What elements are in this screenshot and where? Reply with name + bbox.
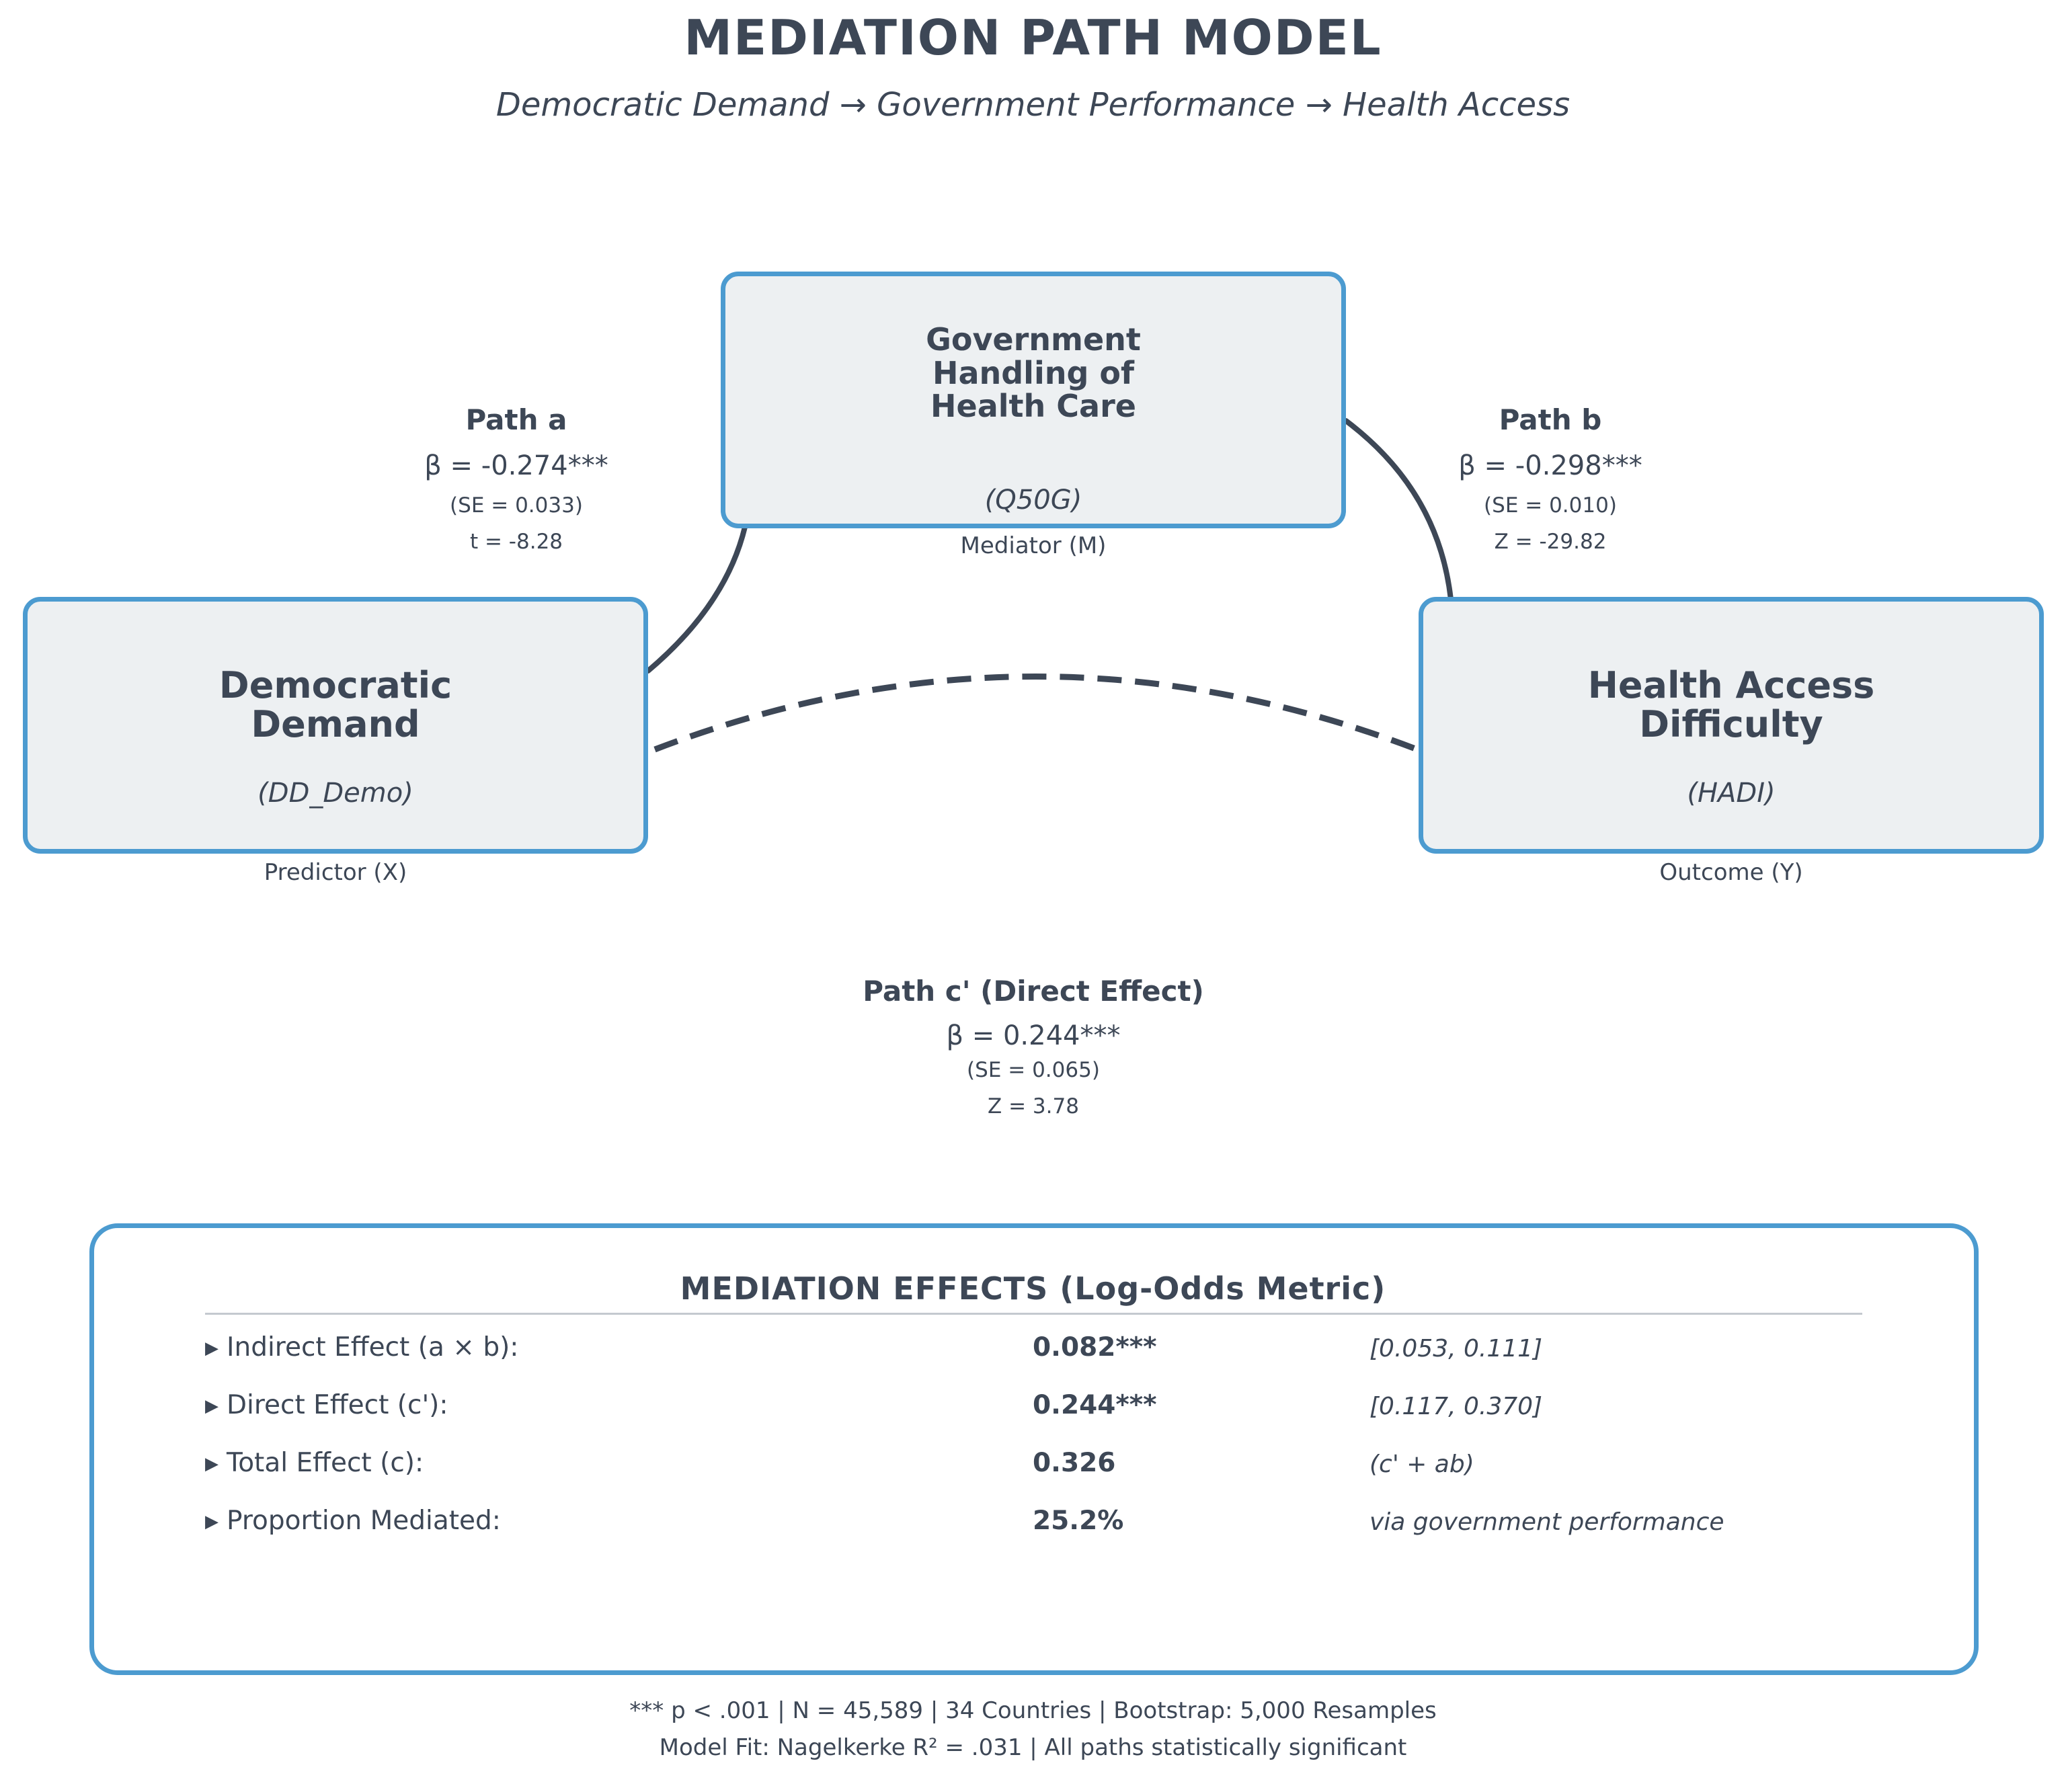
effect-label: ▶ Total Effect (c): [205, 1448, 424, 1478]
effect-value: 0.082*** [1033, 1332, 1157, 1362]
mediator-node: Government Handling of Health Care (Q50G… [721, 272, 1346, 528]
outcome-role: Outcome (Y) [1659, 859, 1803, 886]
outcome-name-line: Health Access [1587, 664, 1875, 706]
effect-note: via government performance [1369, 1508, 1724, 1536]
predictor-node: Democratic Demand (DD_Demo) [23, 597, 648, 854]
outcome-name-line: Difficulty [1639, 703, 1823, 746]
effect-label-text: Indirect Effect (a × b): [227, 1332, 519, 1362]
path-b-line [1343, 418, 1454, 602]
bullet-icon: ▶ [205, 1512, 218, 1532]
bullet-icon: ▶ [205, 1338, 218, 1358]
effect-label-text: Direct Effect (c'): [227, 1390, 448, 1420]
mediator-name-line: Government [926, 321, 1141, 358]
effects-divider [205, 1313, 1862, 1315]
mediator-code: (Q50G) [984, 485, 1082, 516]
effect-label: ▶ Proportion Mediated: [205, 1506, 501, 1536]
predictor-role: Predictor (X) [264, 859, 407, 886]
path-c-prime-se: (SE = 0.065) [967, 1058, 1100, 1082]
bullet-icon: ▶ [205, 1454, 218, 1474]
effect-label-text: Total Effect (c): [227, 1448, 424, 1478]
path-b-beta: β = -0.298*** [1458, 450, 1642, 481]
path-b-se: (SE = 0.010) [1484, 493, 1617, 518]
effects-panel [89, 1223, 1979, 1675]
path-c-prime-title: Path c' (Direct Effect) [863, 975, 1204, 1008]
effect-label-text: Proportion Mediated: [227, 1506, 501, 1536]
bullet-icon: ▶ [205, 1396, 218, 1416]
diagram-subtitle: Democratic Demand → Government Performan… [495, 86, 1571, 124]
predictor-name-line: Democratic [218, 664, 452, 706]
outcome-node: Health Access Difficulty (HADI) [1419, 597, 2044, 854]
outcome-code: (HADI) [1687, 778, 1776, 809]
path-b-title: Path b [1499, 403, 1602, 436]
effect-note: [0.117, 0.370] [1369, 1393, 1543, 1420]
predictor-name: Democratic Demand [28, 664, 643, 746]
effect-label: ▶ Direct Effect (c'): [205, 1390, 448, 1420]
footer-model-fit: Model Fit: Nagelkerke R² = .031 | All pa… [659, 1734, 1407, 1761]
path-a-title: Path a [465, 403, 567, 436]
mediator-name: Government Handling of Health Care [725, 323, 1341, 423]
effect-label: ▶ Indirect Effect (a × b): [205, 1332, 518, 1362]
effect-value: 25.2% [1033, 1506, 1124, 1536]
effect-value: 0.244*** [1033, 1390, 1157, 1420]
path-c-prime-beta: β = 0.244*** [946, 1020, 1121, 1051]
mediator-name-line: Health Care [930, 388, 1136, 425]
outcome-name: Health Access Difficulty [1423, 664, 2039, 746]
mediator-name-line: Handling of [932, 354, 1135, 391]
predictor-code: (DD_Demo) [257, 778, 413, 809]
effect-note: (c' + ab) [1369, 1451, 1474, 1478]
path-a-stat: t = -8.28 [469, 530, 563, 554]
path-c-prime-stat: Z = 3.78 [988, 1094, 1079, 1118]
effect-note: [0.053, 0.111] [1369, 1335, 1543, 1362]
predictor-name-line: Demand [251, 703, 420, 746]
effect-value: 0.326 [1033, 1448, 1116, 1478]
path-c-prime-line [653, 674, 1419, 753]
diagram-title: MEDIATION PATH MODEL [684, 9, 1382, 66]
path-a-beta: β = -0.274*** [424, 450, 608, 481]
mediator-role: Mediator (M) [960, 532, 1107, 559]
effects-title: MEDIATION EFFECTS (Log-Odds Metric) [680, 1270, 1386, 1307]
footer-stats: *** p < .001 | N = 45,589 | 34 Countries… [629, 1697, 1437, 1724]
path-a-line [645, 524, 748, 674]
path-b-stat: Z = -29.82 [1494, 530, 1607, 554]
path-a-se: (SE = 0.033) [450, 493, 583, 518]
